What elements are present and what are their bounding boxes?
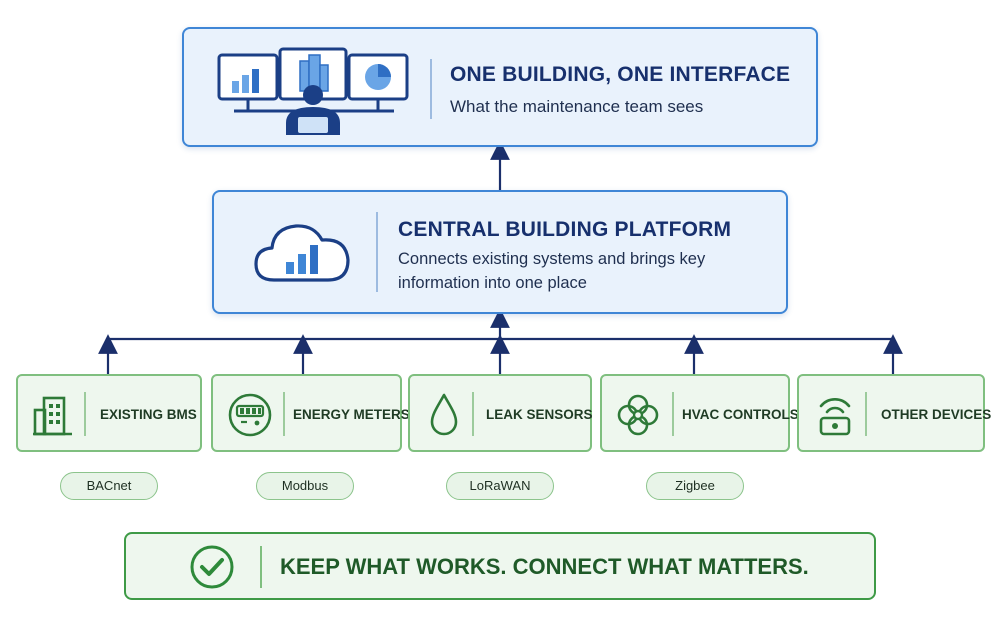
platform-description-line1: Connects existing systems and brings key (398, 250, 706, 268)
source-divider (472, 392, 474, 436)
source-label: EXISTING BMS (100, 407, 197, 422)
fan-icon (614, 391, 662, 439)
source-hvac-controls: HVAC CONTROLS (600, 374, 799, 452)
tagline-text: KEEP WHAT WORKS. CONNECT WHAT MATTERS. (280, 554, 809, 579)
source-divider (283, 392, 285, 436)
building-icon (32, 394, 76, 436)
wireless-device-icon (815, 390, 855, 438)
protocol-pill-modbus: Modbus (256, 472, 354, 500)
platform-box: CENTRAL BUILDING PLATFORM Connects exist… (212, 190, 788, 314)
interface-box: ONE BUILDING, ONE INTERFACE What the mai… (182, 27, 818, 147)
check-circle-icon (188, 543, 236, 591)
source-label: ENERGY METERS (293, 407, 410, 422)
source-energy-meters: ENERGY METERS (211, 374, 410, 452)
protocol-pill-zigbee: Zigbee (646, 472, 744, 500)
interface-title: ONE BUILDING, ONE INTERFACE (450, 63, 791, 86)
platform-description-line2: information into one place (398, 274, 587, 292)
source-existing-bms: EXISTING BMS (16, 374, 202, 452)
source-label: LEAK SENSORS (486, 407, 593, 422)
source-leak-sensors: LEAK SENSORS (408, 374, 593, 452)
source-divider (84, 392, 86, 436)
water-drop-icon (428, 392, 460, 438)
source-label: HVAC CONTROLS (682, 407, 799, 422)
monitors-operator-icon (214, 45, 414, 135)
meter-icon (227, 392, 273, 438)
platform-title: CENTRAL BUILDING PLATFORM (398, 218, 732, 241)
banner-divider (260, 546, 262, 588)
interface-divider (430, 59, 432, 119)
protocol-pill-bacnet: BACnet (60, 472, 158, 500)
cloud-chart-icon (252, 218, 352, 286)
interface-subtitle: What the maintenance team sees (450, 97, 704, 116)
protocol-pill-lorawan: LoRaWAN (446, 472, 554, 500)
source-other-devices: OTHER DEVICES (797, 374, 991, 452)
platform-divider (376, 212, 378, 292)
source-divider (865, 392, 867, 436)
source-divider (672, 392, 674, 436)
tagline-banner: KEEP WHAT WORKS. CONNECT WHAT MATTERS. (124, 532, 876, 600)
source-label: OTHER DEVICES (881, 407, 992, 422)
